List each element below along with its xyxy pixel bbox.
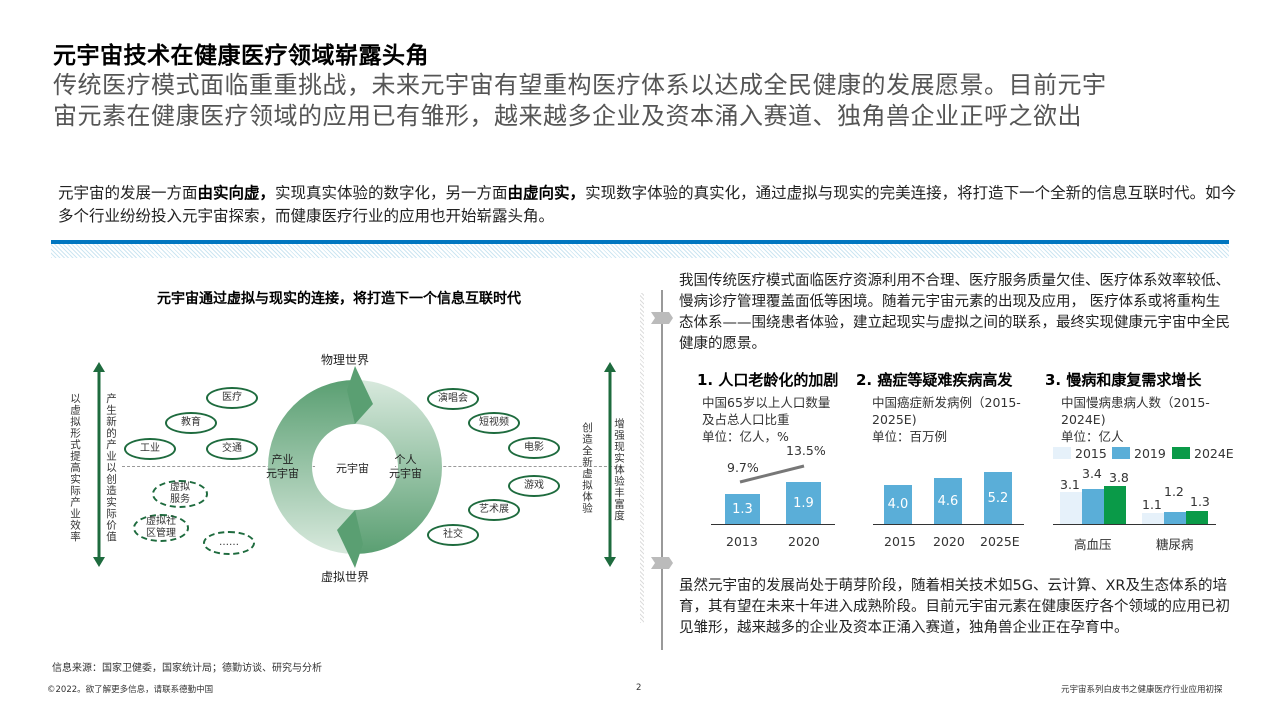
oval-industry: 工业: [124, 438, 176, 460]
oval-education: 教育: [165, 412, 217, 434]
chart3-bar: [1082, 489, 1104, 524]
oval-game: 游戏: [508, 475, 560, 497]
section-divider: [51, 240, 1229, 244]
oval-more: ……: [203, 531, 255, 555]
chart2-axis: [873, 524, 1024, 525]
left-outer-caption: 以虚拟形式提高实际产业效率: [69, 393, 81, 543]
side-hatch-strip: [640, 293, 644, 623]
legend-label: 2015: [1075, 446, 1107, 461]
source-note: 信息来源：国家卫健委，国家统计局；德勤访谈、研究与分析: [52, 663, 322, 674]
intro-text: 元宇宙的发展一方面: [58, 184, 198, 202]
chart3-value: 3.1: [1060, 477, 1080, 492]
right-vertical-arrow-icon: [604, 362, 616, 567]
left-inner-caption: 产生新的产业以创造实际价值: [105, 393, 117, 543]
page-number: 2: [636, 683, 642, 693]
chart3-xlabel: 糖尿病: [1156, 537, 1194, 552]
page-title: 元宇宙技术在健康医疗领域崭露头角: [53, 43, 429, 69]
timeline-marker-icon: [651, 557, 673, 569]
oval-virtual-service: 虚拟服务: [152, 480, 208, 508]
chart3-bar: [1142, 513, 1164, 524]
timeline-marker-icon: [651, 312, 673, 324]
chart3-bar: [1104, 486, 1126, 524]
chart1-axis: [711, 524, 835, 525]
chart2-title: 2. 癌症等疑难疾病高发: [856, 371, 1013, 389]
oval-short-video: 短视频: [468, 412, 520, 434]
subtitle-line-1: 传统医疗模式面临重重挑战，未来元宇宙有望重构医疗体系以达成全民健康的发展愿景。目…: [53, 71, 1107, 99]
chart3-value: 1.3: [1190, 494, 1210, 509]
legend-label: 2019: [1134, 446, 1166, 461]
intro-paragraph: 元宇宙的发展一方面由实向虚，实现真实体验的数字化，另一方面由虚向实，实现数字体验…: [58, 182, 1238, 228]
chart3-bar: [1060, 492, 1082, 524]
oval-social: 社交: [427, 524, 479, 546]
chart3-xlabel: 高血压: [1074, 537, 1112, 552]
intro-bold: 由实向虚，: [197, 184, 276, 202]
section-divider-hatch: [51, 244, 1229, 258]
chart1-xlabel: 2013: [726, 534, 758, 549]
chart1-pct-label: 13.5%: [786, 443, 826, 458]
chart3-bar: [1164, 512, 1186, 524]
series-title: 元宇宙系列白皮书之健康医疗行业应用初探: [1061, 685, 1223, 695]
chart3-subtitle: 中国慢病患病人数（2015-2024E)单位：亿人: [1061, 395, 1210, 444]
metaverse-cycle-ring-icon: [268, 366, 442, 568]
chart3-value: 3.8: [1109, 470, 1129, 485]
chart2-bar: 4.0: [884, 485, 912, 524]
chart3-value: 1.2: [1164, 484, 1184, 499]
legend-swatch-2024e: [1172, 447, 1190, 459]
oval-movie: 电影: [508, 437, 560, 459]
chart1-xlabel: 2020: [788, 534, 820, 549]
chart3-bar: [1186, 511, 1208, 524]
chart2-xlabel: 2025E: [980, 534, 1020, 549]
outlook-paragraph: 虽然元宇宙的发展尚处于萌芽阶段，随着相关技术如5G、云计算、XR及生态体系的培育…: [679, 578, 1230, 636]
chart1-subtitle: 中国65岁以上人口数量及占总人口比重单位：亿人，%: [702, 395, 831, 444]
virtual-world-label: 虚拟世界: [321, 570, 370, 584]
subtitle-line-2: 宙元素在健康医疗领域的应用已有雏形，越来越多企业及资本涌入赛道、独角兽企业正呼之…: [53, 102, 1082, 130]
chart2-bar: 4.6: [934, 478, 962, 524]
chart2-xlabel: 2020: [933, 534, 965, 549]
personal-metaverse-label: 个人 元宇宙: [389, 453, 422, 480]
physical-world-label: 物理世界: [321, 353, 370, 367]
chart2-subtitle: 中国癌症新发病例（2015-2025E)单位：百万例: [872, 395, 1021, 444]
industry-metaverse-label: 产业 元宇宙: [266, 453, 299, 480]
oval-medical: 医疗: [206, 387, 258, 409]
timeline-line: [661, 290, 663, 650]
oval-transport: 交通: [206, 438, 258, 460]
right-outer-caption: 增强现实体验丰富度: [613, 418, 625, 522]
chart2-xlabel: 2015: [884, 534, 916, 549]
right-inner-caption: 创造全新虚拟体验: [581, 422, 593, 514]
legend-swatch-2015: [1053, 447, 1071, 459]
metaverse-center-label: 元宇宙: [336, 462, 369, 475]
chart3-title: 3. 慢病和康复需求增长: [1045, 371, 1202, 389]
legend-label: 2024E: [1194, 446, 1234, 461]
page-subtitle: 传统医疗模式面临重重挑战，未来元宇宙有望重构医疗体系以达成全民健康的发展愿景。目…: [53, 70, 1233, 132]
chart1-bar: 1.9: [786, 482, 821, 524]
chart3-axis: [1053, 524, 1216, 525]
intro-text: 实现数字体验的真实化，通过虚拟与现实的完美连接，将打造下一个全新的信息互联时代。…: [58, 184, 1237, 225]
chart3-value: 3.4: [1082, 466, 1102, 481]
intro-bold: 由虚向实，: [507, 184, 586, 202]
chart1-pct-label: 9.7%: [727, 460, 759, 475]
context-paragraph: 我国传统医疗模式面临医疗资源利用不合理、医疗服务质量欠佳、医疗体系效率较低、慢病…: [679, 273, 1230, 352]
oval-virtual-community: 虚拟社区管理: [133, 514, 189, 542]
chart2-bar: 5.2: [984, 472, 1012, 524]
left-vertical-arrow-icon: [93, 362, 105, 567]
chart3-value: 1.1: [1142, 497, 1162, 512]
chart1-title: 1. 人口老龄化的加剧: [697, 371, 839, 389]
chart1-trend-line: [739, 464, 805, 484]
oval-concert: 演唱会: [427, 388, 479, 410]
diagram-title: 元宇宙通过虚拟与现实的连接，将打造下一个信息互联时代: [157, 291, 521, 307]
oval-art-exhibit: 艺术展: [468, 499, 520, 521]
intro-text: 实现真实体验的数字化，另一方面: [275, 184, 508, 202]
legend-swatch-2019: [1112, 447, 1130, 459]
chart1-bar: 1.3: [725, 494, 760, 524]
copyright: ©2022。欲了解更多信息，请联系德勤中国: [47, 685, 214, 695]
